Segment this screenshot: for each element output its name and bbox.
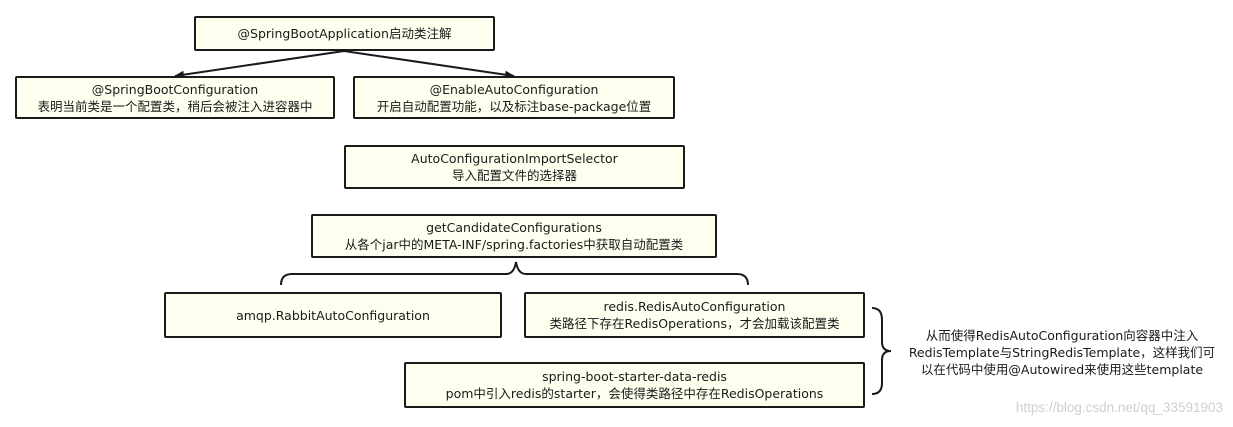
node-importselector: AutoConfigurationImportSelector 导入配置文件的选…: [344, 145, 685, 189]
node-candidates-line2: 从各个jar中的META-INF/spring.factories中获取自动配置…: [344, 237, 684, 252]
note-line1: 从而使得RedisAutoConfiguration向容器中注入: [925, 328, 1199, 343]
node-starter-line1: spring-boot-starter-data-redis: [542, 369, 727, 384]
note-line2: RedisTemplate与StringRedisTemplate，这样我们可: [908, 345, 1216, 360]
node-enableauto-line2: 开启自动配置功能，以及标注base-package位置: [376, 98, 652, 114]
brace-right: [871, 307, 892, 395]
node-redisautoconfiguration: redis.RedisAutoConfiguration 类路径下存在Redis…: [524, 292, 865, 338]
note-redis-template: 从而使得RedisAutoConfiguration向容器中注入 RedisTe…: [897, 327, 1227, 378]
node-candidates-line1: getCandidateConfigurations: [426, 220, 602, 235]
node-springbootapplication: @SpringBootApplication启动类注解: [194, 16, 495, 51]
node-springbootconfiguration: @SpringBootConfiguration 表明当前类是一个配置类，稍后会…: [15, 76, 335, 119]
note-line3: 以在代码中使用@Autowired来使用这些template: [920, 362, 1204, 377]
arrow-root-to-sbconfig: [174, 50, 345, 79]
node-sbconfig-line1: @SpringBootConfiguration: [91, 81, 259, 97]
node-sbconfig-line2: 表明当前类是一个配置类，稍后会被注入进容器中: [37, 98, 313, 114]
brace-candidates: [280, 261, 749, 286]
watermark: https://blog.csdn.net/qq_33591903: [1015, 400, 1223, 415]
node-amqp-line1: amqp.RabbitAutoConfiguration: [236, 307, 430, 323]
node-selector-line1: AutoConfigurationImportSelector: [411, 151, 618, 166]
node-enableautoconfiguration: @EnableAutoConfiguration 开启自动配置功能，以及标注ba…: [353, 76, 675, 119]
node-redis-line1: redis.RedisAutoConfiguration: [603, 299, 786, 314]
node-rabbitautoconfiguration: amqp.RabbitAutoConfiguration: [164, 292, 502, 338]
node-selector-line2: 导入配置文件的选择器: [451, 168, 577, 183]
node-starter-line2: pom中引入redis的starter，会使得类路径中存在RedisOperat…: [445, 386, 824, 401]
node-root-line1: @SpringBootApplication启动类注解: [237, 26, 452, 41]
node-enableauto-line1: @EnableAutoConfiguration: [429, 81, 599, 97]
node-redis-line2: 类路径下存在RedisOperations，才会加载该配置类: [549, 316, 840, 331]
node-starter-data-redis: spring-boot-starter-data-redis pom中引入red…: [404, 362, 865, 408]
node-getcandidateconfigurations: getCandidateConfigurations 从各个jar中的META-…: [311, 214, 717, 258]
arrow-root-to-enableauto: [343, 50, 515, 79]
